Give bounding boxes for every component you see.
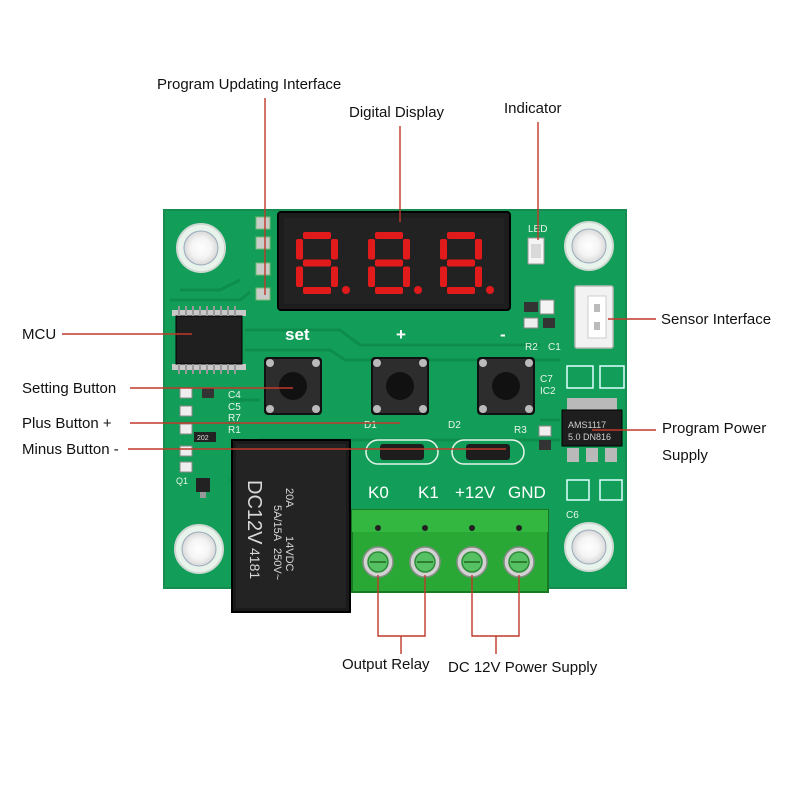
- display-segment: [447, 259, 475, 267]
- display-segment: [296, 266, 303, 287]
- display-segment: [303, 259, 331, 267]
- callout-dc-power-supply: DC 12V Power Supply: [448, 659, 598, 676]
- minus-tactile-button: [477, 357, 535, 415]
- k1-label: K1: [418, 483, 439, 502]
- terminal-screws: [362, 546, 535, 578]
- display-segment: [368, 239, 375, 260]
- display-segment: [475, 239, 482, 260]
- callout-output-relay: Output Relay: [342, 656, 430, 673]
- k0-label: K0: [368, 483, 389, 502]
- display-segment: [440, 266, 447, 287]
- ic2-label: IC2: [540, 386, 556, 397]
- display-decimal-point: [342, 286, 350, 294]
- relay: DC12V 20A 5A/15A 14VDC 250V~ 4181: [231, 439, 351, 613]
- display-segment: [375, 259, 403, 267]
- relay-text-vdc: 14VDC: [283, 536, 295, 572]
- callout-setting-button: Setting Button: [22, 380, 117, 397]
- r1-label: R1: [228, 425, 241, 436]
- smd-components-left: 202 C4 C5 R7 R1 Q1: [176, 387, 241, 498]
- regulator-text-line1: AMS1117: [568, 420, 606, 430]
- resistor-code: 202: [197, 435, 209, 442]
- d1-label: D1: [364, 420, 377, 431]
- display-segment: [447, 232, 475, 239]
- display-segment: [475, 266, 482, 287]
- c4-label: C4: [228, 390, 241, 401]
- display-segment: [447, 287, 475, 294]
- q1-label: Q1: [176, 476, 188, 486]
- relay-text-current: 5A/15A: [271, 505, 283, 542]
- display-segment: [375, 287, 403, 294]
- minus-silkscreen: -: [500, 325, 506, 344]
- display-segment: [296, 239, 303, 260]
- callout-indicator: Indicator: [504, 100, 562, 117]
- c7-label: C7: [540, 374, 553, 385]
- display-segment: [303, 232, 331, 239]
- r2-label: R2: [525, 342, 538, 353]
- display-segment: [403, 266, 410, 287]
- d2-label: D2: [448, 420, 461, 431]
- screw-terminal-block: [351, 509, 549, 593]
- set-tactile-button: [264, 357, 322, 415]
- display-segment: [303, 287, 331, 294]
- smd-components-right: R2 C1: [523, 299, 561, 353]
- callout-plus-button: Plus Button +: [22, 415, 112, 432]
- callout-program-power-line2: Supply: [662, 447, 708, 464]
- relay-text-rating: 20A: [283, 488, 295, 508]
- mcu-chip: [172, 306, 246, 374]
- program-update-pads: [255, 216, 271, 301]
- c6-label: C6: [566, 510, 579, 521]
- display-segment: [375, 232, 403, 239]
- gnd-label: GND: [508, 483, 546, 502]
- display-segment: [331, 266, 338, 287]
- tactile-buttons: [264, 357, 535, 415]
- plus-silkscreen: +: [396, 325, 406, 344]
- callout-mcu: MCU: [22, 326, 57, 343]
- callout-sensor-interface: Sensor Interface: [661, 311, 772, 328]
- display-decimal-point: [414, 286, 422, 294]
- r3-label: R3: [514, 425, 527, 436]
- r7-label: R7: [228, 413, 241, 424]
- v12-label: +12V: [455, 483, 496, 502]
- power-regulator-area: C7 IC2 AMS1117 5.0 DN816 C6 R3: [514, 365, 625, 521]
- terminal-labels: K0 K1 +12V GND: [368, 483, 546, 502]
- regulator-text-line2: 5.0 DN816: [568, 432, 611, 442]
- display-segment: [440, 239, 447, 260]
- display-segment: [403, 239, 410, 260]
- c5-label: C5: [228, 402, 241, 413]
- callout-minus-button: Minus Button -: [22, 441, 119, 458]
- mounting-holes: [174, 221, 614, 574]
- display-segment: [331, 239, 338, 260]
- sensor-connector: [574, 285, 614, 349]
- display-decimal-point: [486, 286, 494, 294]
- plus-tactile-button: [371, 357, 429, 415]
- leader-lines: [62, 98, 656, 654]
- relay-text-vac: 250V~: [271, 548, 283, 580]
- callout-digital-display: Digital Display: [349, 104, 445, 121]
- set-silkscreen: set: [285, 325, 310, 344]
- callout-program-updating-interface: Program Updating Interface: [157, 76, 342, 93]
- digital-display: [277, 211, 511, 311]
- relay-text-model: DC12V: [243, 480, 265, 545]
- diodes: D1 D2: [364, 420, 525, 465]
- relay-text-number: 4181: [247, 548, 263, 579]
- callout-program-power-line1: Program Power: [662, 420, 767, 437]
- display-digits: [296, 232, 494, 294]
- display-segment: [368, 266, 375, 287]
- c1-label: C1: [548, 342, 561, 353]
